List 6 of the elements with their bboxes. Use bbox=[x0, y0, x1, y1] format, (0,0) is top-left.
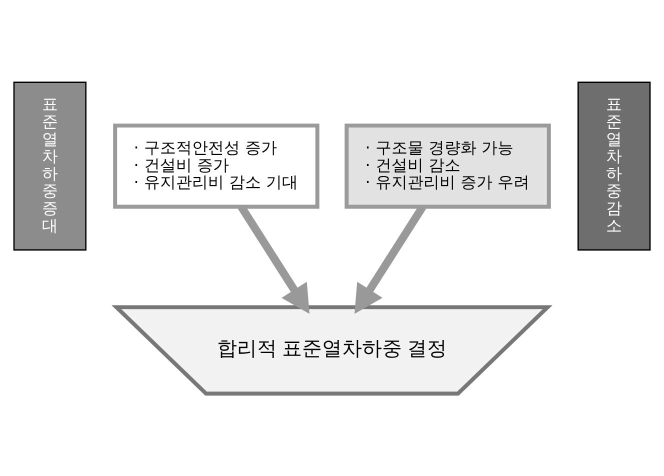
node-box: 표준열차하중감소 bbox=[578, 82, 651, 251]
node-box: · 구조적안전성 증가 · 건설비 증가 · 유지관리비 감소 기대 bbox=[113, 124, 320, 209]
node-box: · 구조물 경량화 가능 · 건설비 감소 · 유지관리비 증가 우려 bbox=[344, 124, 551, 209]
arrow bbox=[354, 204, 426, 314]
node-box: 표준열차하중증대 bbox=[13, 82, 86, 251]
arrow bbox=[238, 204, 310, 314]
